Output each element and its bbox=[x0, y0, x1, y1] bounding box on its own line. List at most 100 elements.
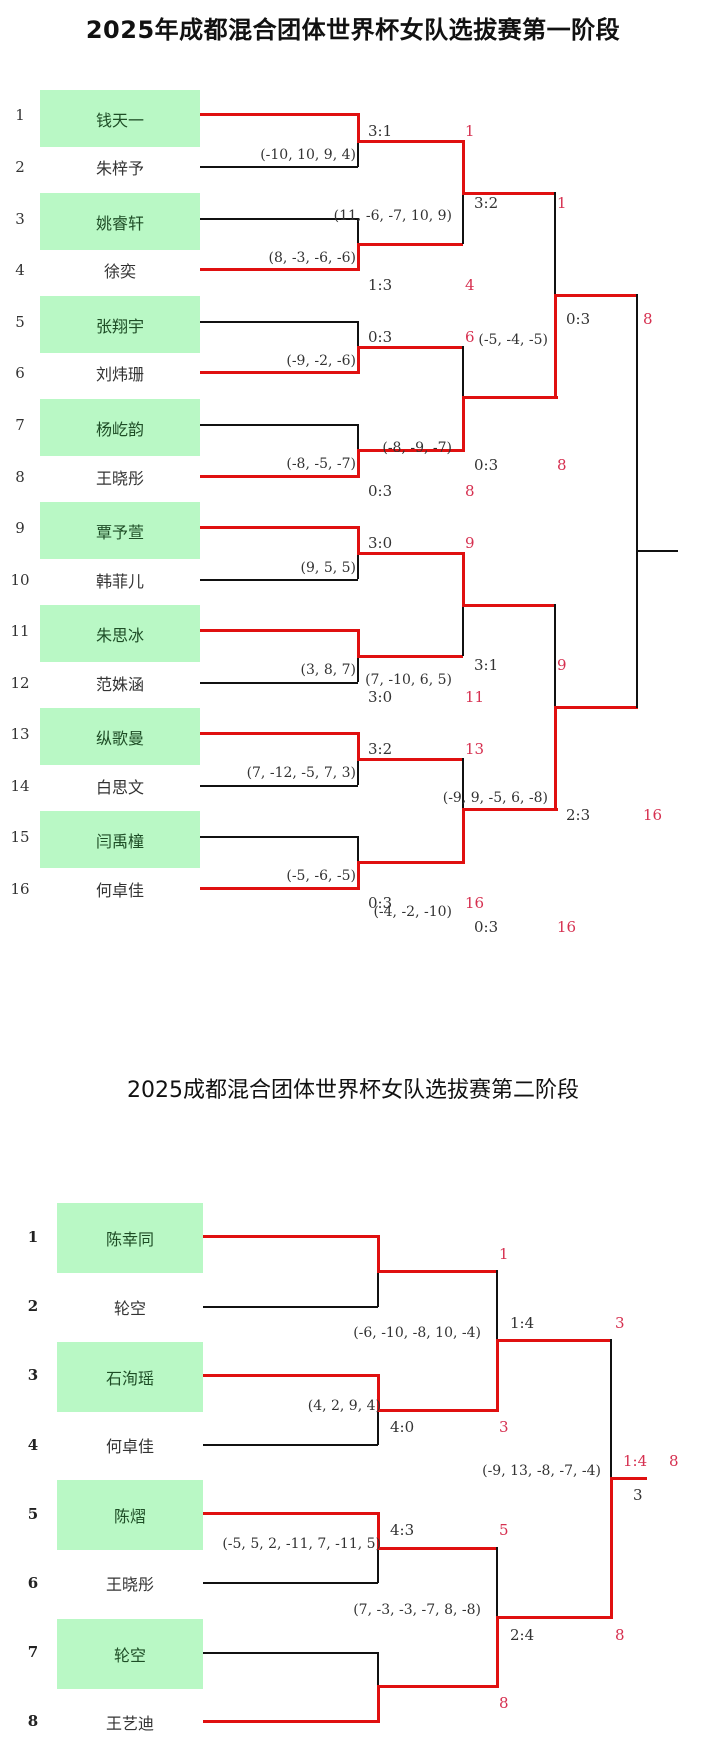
seed-number: 2 bbox=[27, 1297, 39, 1315]
bracket-line bbox=[200, 836, 358, 838]
bracket-line bbox=[462, 193, 464, 244]
bracket-line bbox=[636, 550, 678, 552]
bracket-line bbox=[357, 450, 360, 478]
seed-number: 13 bbox=[10, 725, 30, 743]
match-score: 3:1 bbox=[368, 122, 393, 140]
bracket-line bbox=[496, 1616, 499, 1688]
bracket-line bbox=[357, 553, 359, 579]
game-scores: (7, -10, 6, 5) bbox=[365, 672, 452, 688]
bracket-line bbox=[200, 113, 360, 116]
game-scores: (11, -6, -7, 10, 9) bbox=[333, 208, 452, 224]
winner-seed: 16 bbox=[557, 918, 577, 936]
winner-seed: 3 bbox=[499, 1418, 509, 1436]
bracket-line bbox=[357, 113, 360, 141]
bracket-line bbox=[200, 732, 360, 735]
bracket-line bbox=[357, 759, 359, 785]
bracket-line bbox=[462, 808, 558, 811]
bracket-line bbox=[377, 1374, 380, 1411]
bracket-line bbox=[203, 1652, 378, 1654]
winner-seed: 1 bbox=[465, 122, 475, 140]
player-cell: 刘炜珊 bbox=[95, 365, 144, 384]
player-cell: 轮空 bbox=[113, 1299, 146, 1318]
match-score: 3:1 bbox=[474, 656, 499, 674]
player-cell: 徐奕 bbox=[103, 262, 136, 281]
player-cell: 朱梓予 bbox=[95, 159, 144, 178]
bracket-line bbox=[200, 166, 358, 168]
bracket-line bbox=[200, 475, 360, 478]
bracket-line bbox=[462, 605, 464, 656]
game-scores: (8, -3, -6, -6) bbox=[268, 250, 356, 266]
bracket-line bbox=[200, 218, 358, 220]
game-scores: (-6, -10, -8, 10, -4) bbox=[353, 1325, 481, 1341]
bracket-line bbox=[203, 1512, 380, 1515]
bracket-line bbox=[203, 1235, 380, 1238]
seed-number: 1 bbox=[27, 1228, 39, 1246]
bracket-line bbox=[357, 243, 463, 246]
bracket-line bbox=[357, 449, 465, 452]
player-cell: 白思文 bbox=[95, 778, 144, 797]
bracket-line bbox=[200, 785, 358, 787]
bracket-line bbox=[462, 758, 464, 810]
seed-number: 11 bbox=[10, 622, 30, 640]
seed-number: 5 bbox=[27, 1505, 39, 1523]
game-scores: (-9, -2, -6) bbox=[286, 353, 356, 369]
bracket-line bbox=[357, 346, 463, 349]
bracket-line bbox=[610, 1339, 612, 1478]
bracket-line bbox=[610, 1477, 647, 1480]
player-cell: 王晓彤 bbox=[105, 1575, 154, 1594]
game-scores: (-5, -4, -5) bbox=[478, 332, 548, 348]
seed-number: 7 bbox=[15, 416, 25, 434]
seed-number: 8 bbox=[15, 468, 25, 486]
bracket-line bbox=[377, 1409, 499, 1412]
bracket-line bbox=[554, 295, 557, 399]
game-scores: (9, 5, 5) bbox=[300, 560, 356, 576]
bracket-line bbox=[200, 887, 360, 890]
bracket-line bbox=[357, 346, 360, 374]
bracket-line bbox=[496, 1339, 499, 1412]
bracket-line bbox=[496, 1270, 498, 1340]
bracket-line bbox=[377, 1685, 499, 1688]
bracket-line bbox=[377, 1512, 380, 1549]
bracket-line bbox=[377, 1271, 379, 1307]
bracket-line bbox=[462, 397, 465, 452]
player-cell: 何卓佳 bbox=[105, 1437, 154, 1456]
seed-number: 8 bbox=[27, 1712, 39, 1730]
match-score: 3:2 bbox=[368, 740, 393, 758]
bracket-line bbox=[200, 321, 358, 323]
match-score: 1:4 bbox=[510, 1314, 535, 1332]
bracket-line bbox=[636, 294, 638, 708]
winner-seed: 5 bbox=[499, 1521, 509, 1539]
game-scores: (-9, 9, -5, 6, -8) bbox=[442, 790, 548, 806]
bracket-line bbox=[203, 1582, 378, 1584]
bracket-line bbox=[357, 526, 360, 554]
match-score: 1:3 bbox=[368, 276, 393, 294]
bracket-line bbox=[377, 1686, 380, 1723]
match-score: 2:4 bbox=[510, 1626, 535, 1644]
bracket-line bbox=[203, 1374, 380, 1377]
player-cell: 张翔宇 bbox=[40, 296, 200, 353]
seed-number: 4 bbox=[27, 1436, 39, 1454]
match-score: 2:3 bbox=[566, 806, 591, 824]
bracket-line bbox=[357, 655, 463, 658]
seed-number: 4 bbox=[15, 261, 25, 279]
bracket-line bbox=[377, 1235, 380, 1272]
bracket-line bbox=[462, 396, 558, 399]
bracket-line bbox=[357, 656, 359, 682]
champion-seed: 8 bbox=[669, 1452, 679, 1470]
bracket-line bbox=[357, 218, 359, 244]
player-cell: 王艺迪 bbox=[105, 1714, 154, 1733]
match-score: 0:3 bbox=[566, 310, 591, 328]
game-scores: (-8, -9, -7) bbox=[382, 440, 452, 456]
bracket-line bbox=[357, 629, 360, 657]
player-cell: 范姝涵 bbox=[95, 675, 144, 694]
seed-number: 6 bbox=[15, 364, 25, 382]
seed-number: 3 bbox=[15, 210, 25, 228]
seed-number: 6 bbox=[27, 1574, 39, 1592]
game-scores: (7, -3, -3, -7, 8, -8) bbox=[353, 1602, 481, 1618]
match-score: 4:3 bbox=[390, 1521, 415, 1539]
seed-number: 12 bbox=[10, 674, 30, 692]
game-scores: (-9, 13, -8, -7, -4) bbox=[482, 1463, 601, 1479]
winner-seed: 8 bbox=[557, 456, 567, 474]
bracket-line bbox=[357, 140, 465, 143]
player-cell: 纵歌曼 bbox=[40, 708, 200, 765]
